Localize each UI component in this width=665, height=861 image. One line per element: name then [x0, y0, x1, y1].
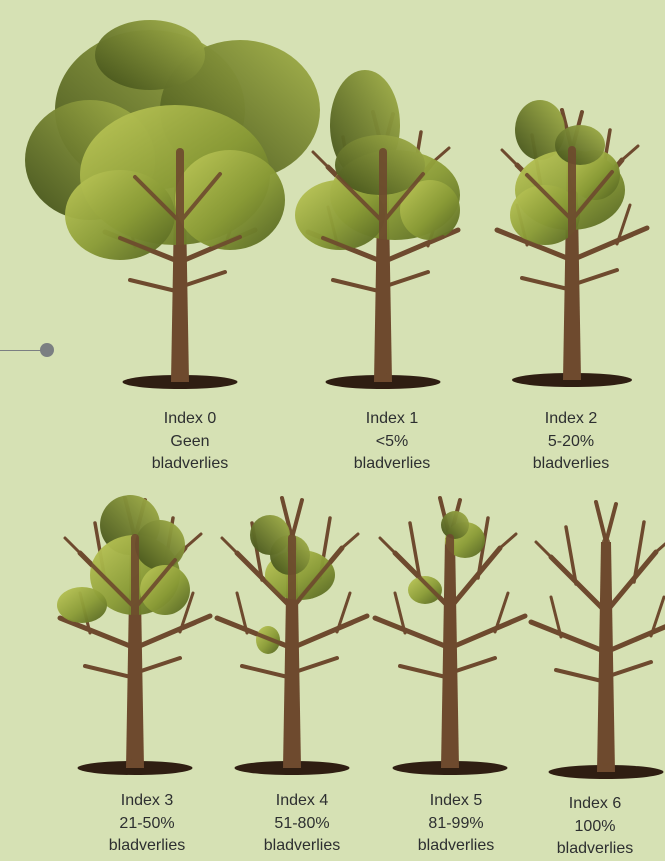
tree-label-index-2: Index 2 5-20% bladverlies — [501, 408, 641, 476]
tree-label-caption: bladverlies — [77, 835, 217, 858]
tree-label-caption: bladverlies — [386, 835, 526, 858]
tree-label-title: Index 1 — [322, 408, 462, 431]
tree-label-range: 21-50% — [77, 813, 217, 836]
tree-label-title: Index 2 — [501, 408, 641, 431]
tree-label-title: Index 4 — [232, 790, 372, 813]
front-branches — [390, 538, 510, 758]
connector-dot-icon — [40, 343, 54, 357]
tree-icon — [497, 100, 647, 387]
branches — [531, 502, 665, 682]
tree-label-range: 5-20% — [501, 431, 641, 454]
tree-icon — [295, 70, 460, 389]
foliage — [65, 170, 175, 260]
tree-label-index-3: Index 3 21-50% bladverlies — [77, 790, 217, 858]
tree-label-caption: bladverlies — [232, 835, 372, 858]
tree-label-title: Index 0 — [120, 408, 260, 431]
tree-label-title: Index 5 — [386, 790, 526, 813]
tree-label-index-5: Index 5 81-99% bladverlies — [386, 790, 526, 858]
tree-label-caption: bladverlies — [322, 453, 462, 476]
foliage — [57, 587, 107, 623]
tree-label-range: 51-80% — [232, 813, 372, 836]
tree-label-range: Geen — [120, 431, 260, 454]
tree-label-index-6: Index 6 100% bladverlies — [525, 793, 665, 861]
foliage — [555, 125, 605, 165]
tree-label-range: 81-99% — [386, 813, 526, 836]
tree-label-index-0: Index 0 Geen bladverlies — [120, 408, 260, 476]
tree-icon — [25, 20, 320, 389]
tree-label-range: <5% — [322, 431, 462, 454]
tree-label-index-1: Index 1 <5% bladverlies — [322, 408, 462, 476]
tree-label-caption: bladverlies — [120, 453, 260, 476]
tree-label-range: 100% — [525, 816, 665, 839]
tree-label-title: Index 6 — [525, 793, 665, 816]
tree-label-caption: bladverlies — [501, 453, 641, 476]
tree-icon — [375, 498, 525, 775]
foliage — [441, 511, 469, 539]
foliage — [175, 150, 285, 250]
tree-label-title: Index 3 — [77, 790, 217, 813]
foliage — [135, 520, 185, 570]
tree-icon — [217, 498, 367, 775]
foliage — [95, 20, 205, 90]
front-branches — [546, 542, 665, 762]
tree-label-caption: bladverlies — [525, 838, 665, 861]
tree-icon — [57, 495, 210, 775]
tree-icon — [531, 502, 665, 779]
tree-label-index-4: Index 4 51-80% bladverlies — [232, 790, 372, 858]
